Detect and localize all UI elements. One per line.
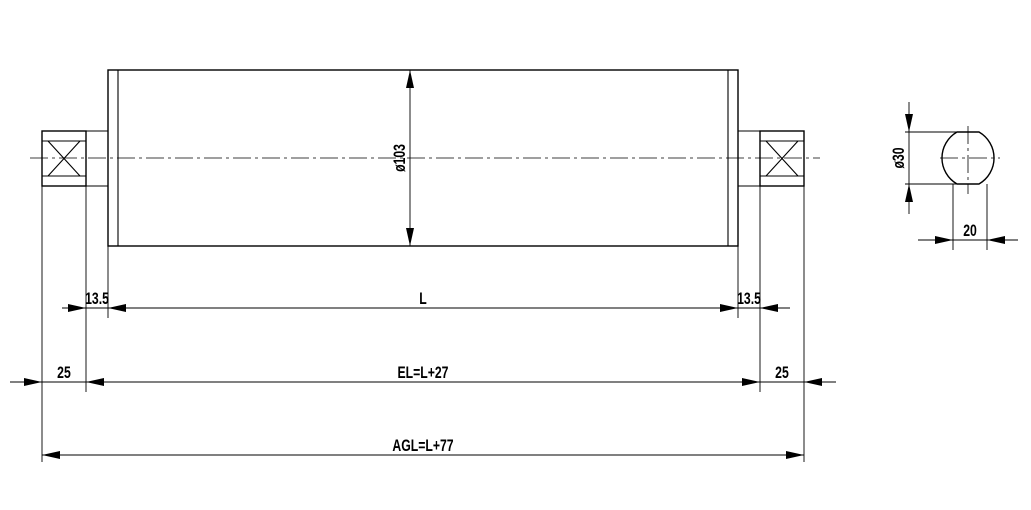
right-offset-label: 13.5 — [737, 290, 761, 308]
length-dimension-row: 13.5 L 13.5 — [62, 290, 790, 312]
overall-length-dimension-row: AGL=L+77 — [42, 437, 804, 459]
left-offset-label: 13.5 — [85, 290, 109, 308]
effective-length-label: EL=L+27 — [398, 364, 449, 382]
left-bearing-width-label: 25 — [57, 364, 71, 382]
flat-width-label: 20 — [963, 222, 977, 240]
extension-lines — [41, 186, 805, 462]
roller-diameter-label: ø103 — [391, 144, 409, 172]
right-bearing-width-label: 25 — [775, 364, 789, 382]
shaft-end-view: ø30 20 — [890, 102, 1018, 250]
left-bearing — [41, 130, 87, 187]
shaft-stubs — [86, 130, 760, 187]
overall-length-label: AGL=L+77 — [392, 437, 453, 455]
right-bearing — [759, 130, 805, 187]
effective-length-dimension-row: 25 EL=L+27 25 — [10, 364, 836, 386]
roller-diameter-dimension: ø103 — [391, 70, 414, 246]
length-label: L — [419, 290, 426, 308]
shaft-diameter-label: ø30 — [890, 147, 908, 168]
